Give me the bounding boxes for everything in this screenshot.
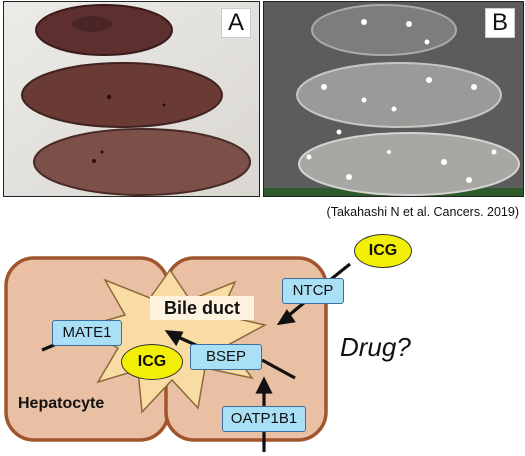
- photo-panel-b: B: [263, 1, 524, 197]
- transporter-oatp1b1: OATP1B1: [222, 406, 306, 432]
- liver-slices-photo: [4, 2, 259, 196]
- panel-a-label: A: [221, 8, 251, 38]
- transporter-mate1: MATE1: [52, 320, 122, 346]
- drug-label: Drug?: [340, 332, 411, 362]
- photo-panel-a: A: [3, 1, 260, 197]
- liver-slice-bottom: [33, 128, 251, 196]
- transporter-bsep: BSEP: [190, 344, 262, 370]
- bile-duct-label: Bile duct: [150, 296, 254, 320]
- panel-b-label: B: [485, 8, 515, 38]
- citation: (Takahashi N et al. Cancers. 2019): [326, 205, 519, 219]
- liver-slice-middle: [21, 62, 223, 128]
- icg-outside: ICG: [354, 234, 412, 268]
- fluorescent-spots: [306, 19, 497, 183]
- icg-inside: ICG: [121, 344, 183, 380]
- hepatocyte-label: Hepatocyte: [18, 395, 105, 412]
- transporter-ntcp: NTCP: [282, 278, 344, 304]
- fluorescence-photo: [264, 2, 523, 196]
